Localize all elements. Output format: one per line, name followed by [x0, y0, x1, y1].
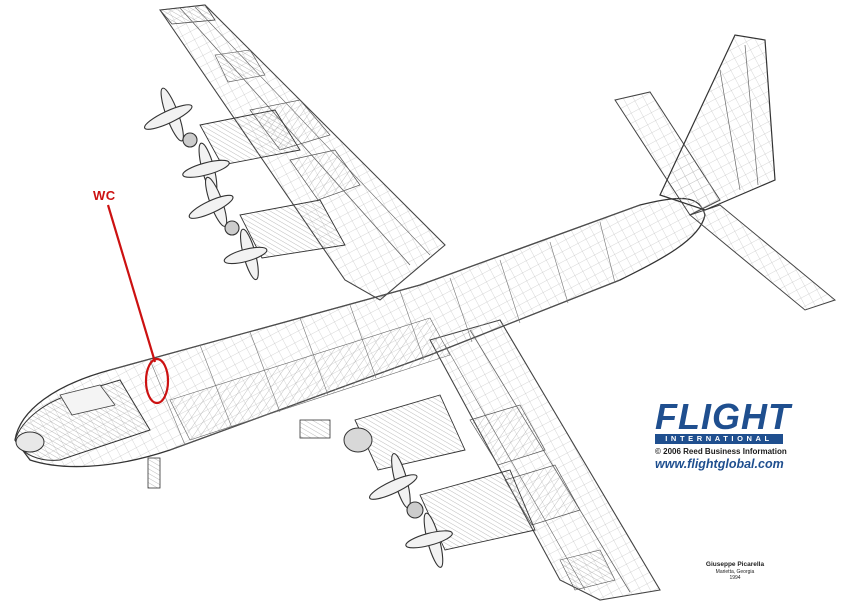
copyright-text: © 2006 Reed Business Information	[655, 447, 787, 456]
artist-name: Giuseppe Picarella	[705, 561, 765, 568]
logo-international-text: INTERNATIONAL	[655, 434, 783, 444]
website-url: www.flightglobal.com	[655, 457, 784, 471]
vertical-tail	[659, 34, 776, 211]
logo-flight-text: FLIGHT	[655, 396, 791, 437]
artist-credit: Giuseppe Picarella Marietta, Georgia 199…	[690, 561, 780, 581]
flight-international-logo: FLIGHT INTERNATIONAL © 2006 Reed Busines…	[655, 396, 795, 471]
propeller-icon	[144, 87, 453, 568]
fuselage	[14, 197, 706, 489]
artist-location: Marietta, Georgia	[715, 569, 755, 575]
artist-year: 1994	[729, 575, 741, 581]
wc-label: WC	[93, 188, 116, 203]
left-wing	[159, 4, 446, 301]
right-wing	[429, 319, 661, 601]
wc-annotation	[106, 204, 170, 405]
engine-nacelles	[199, 109, 536, 551]
